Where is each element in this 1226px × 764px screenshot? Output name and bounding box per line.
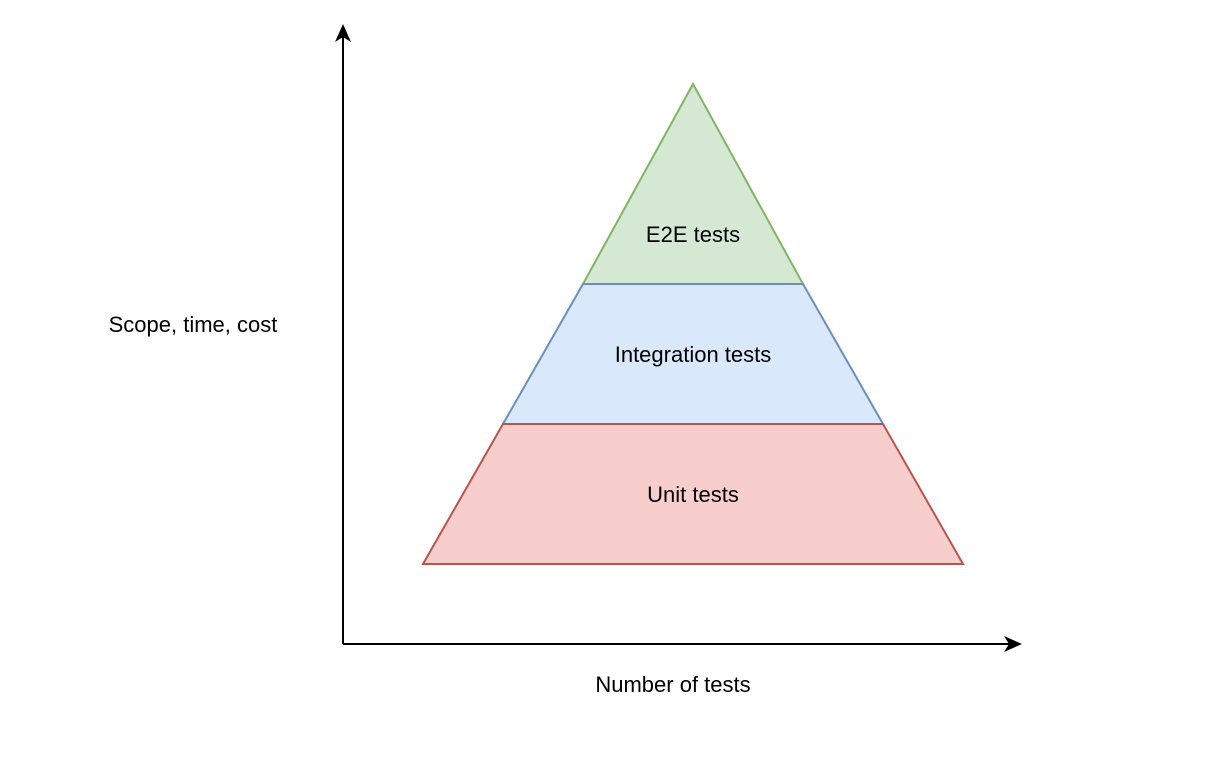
pyramid-layer-e2e — [581, 81, 805, 285]
x-axis-arrowhead — [1004, 636, 1022, 652]
integration-tests-label: Integration tests — [615, 342, 772, 367]
x-axis-label: Number of tests — [595, 672, 750, 697]
y-axis — [335, 24, 351, 644]
y-axis-label: Scope, time, cost — [109, 312, 278, 337]
pyramid — [421, 81, 965, 565]
pyramid-layer-unit — [421, 423, 965, 565]
unit-tests-label: Unit tests — [647, 482, 739, 507]
y-axis-arrowhead — [335, 24, 351, 42]
x-axis — [343, 636, 1022, 652]
e2e-tests-label: E2E tests — [646, 222, 740, 247]
